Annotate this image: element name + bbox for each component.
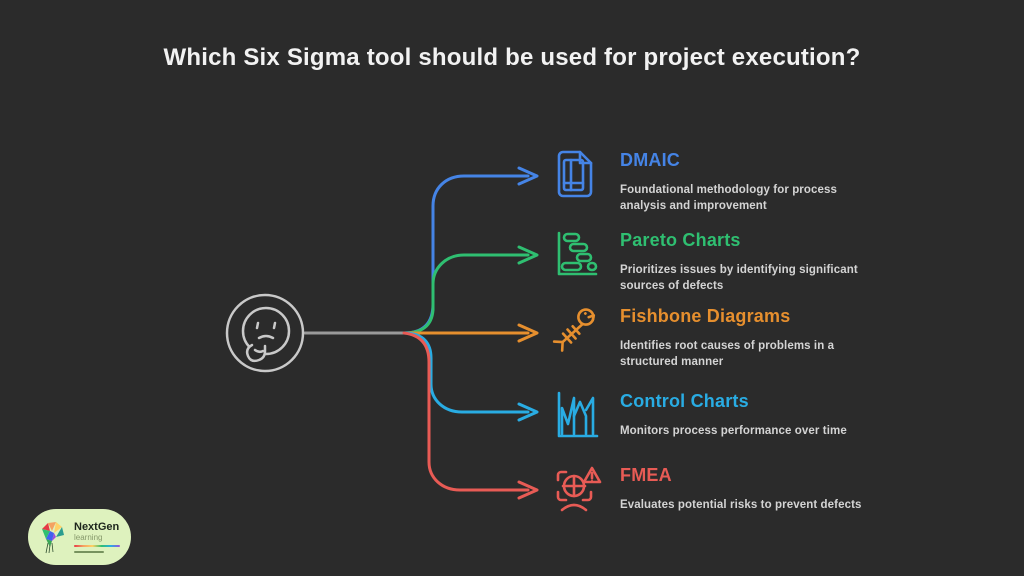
connector-control: [402, 331, 539, 422]
connector-pareto: [402, 245, 539, 335]
brand-tagline: [74, 550, 104, 553]
brand-gradient-line: [74, 544, 120, 547]
peaks-chart-icon: [549, 388, 603, 442]
item-description: Foundational methodology for process ana…: [620, 184, 837, 213]
gantt-bars-icon: [549, 227, 603, 281]
item-label: Control Charts: [620, 391, 749, 411]
item-fmea: FMEA Evaluates potential risks to preven…: [549, 462, 862, 516]
item-description: Prioritizes issues by identifying signif…: [620, 264, 858, 293]
page-title: Which Six Sigma tool should be used for …: [163, 44, 861, 71]
connector-dmaic: [402, 166, 539, 335]
item-fishbone-diagrams: Fishbone Diagrams Identifies root causes…: [549, 303, 872, 370]
item-pareto-charts: Pareto Charts Prioritizes issues by iden…: [549, 227, 892, 294]
risk-scan-icon: [549, 462, 603, 516]
item-description: Identifies root causes of problems in a …: [620, 340, 835, 369]
item-label: Fishbone Diagrams: [620, 306, 791, 326]
item-control-charts: Control Charts Monitors process performa…: [549, 388, 847, 442]
item-label: DMAIC: [620, 150, 680, 170]
brand-name: NextGen: [74, 521, 120, 534]
item-label: FMEA: [620, 465, 672, 485]
item-label: Pareto Charts: [620, 230, 741, 250]
brain-icon: [42, 522, 64, 554]
item-dmaic: DMAIC Foundational methodology for proce…: [549, 147, 870, 214]
brand-subtitle: learning: [74, 533, 103, 543]
connector-fmea: [402, 331, 539, 500]
connector-fishbone: [402, 323, 539, 343]
document-layout-icon: [549, 147, 603, 201]
item-description: Monitors process performance over time: [620, 425, 847, 437]
item-description: Evaluates potential risks to prevent def…: [620, 499, 862, 511]
nextgen-learning-logo: NextGen learning: [28, 509, 131, 565]
thinking-face-icon: [225, 293, 305, 373]
fishbone-icon: [549, 303, 603, 357]
